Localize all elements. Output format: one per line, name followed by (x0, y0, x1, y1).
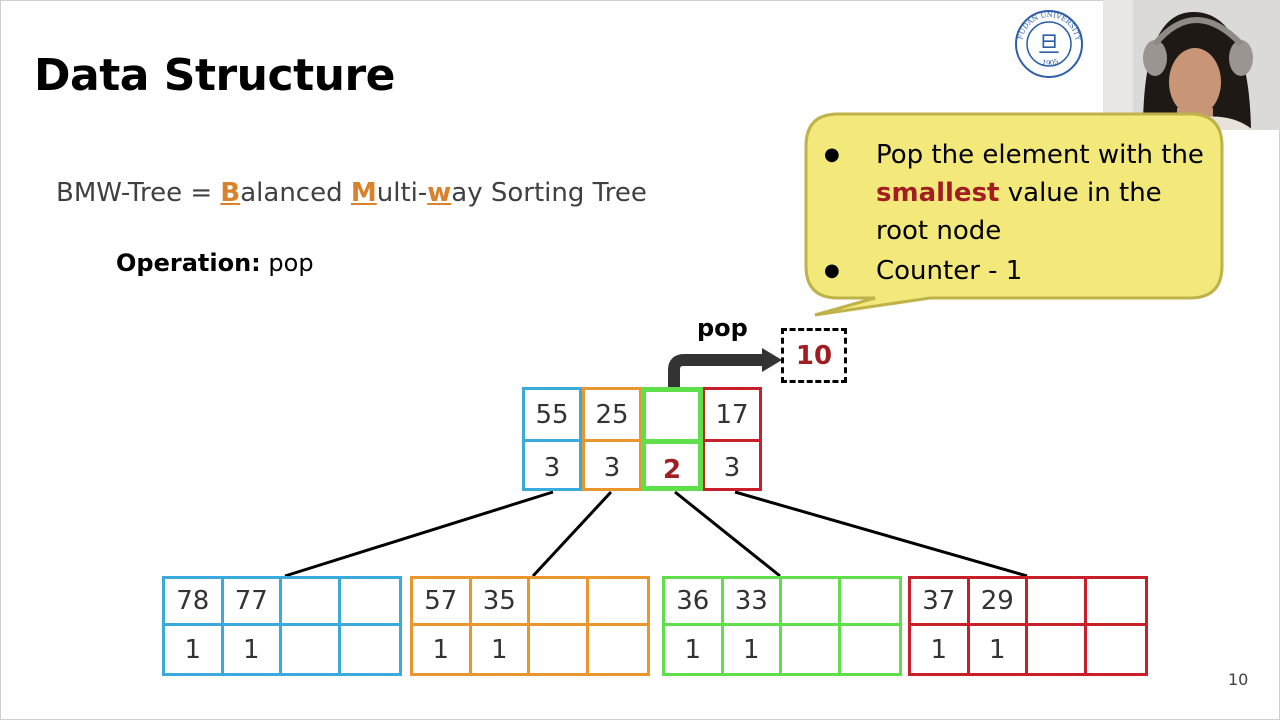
child-slot-value: 78 (165, 579, 224, 626)
root-slot-counter: 3 (543, 453, 561, 483)
child-slot-value (530, 579, 589, 626)
root-slot-counter: 3 (723, 453, 741, 483)
logo-text-bottom: 1905 (1041, 58, 1060, 68)
root-slot-value: 55 (525, 390, 579, 442)
root-slot-counter: 3 (603, 453, 621, 483)
subtitle: BMW-Tree = Balanced Multi-way Sorting Tr… (56, 178, 647, 208)
operation-line: Operation: pop (116, 249, 314, 277)
acronym-letter-m: M (350, 178, 377, 208)
subtitle-way-sorting-tree: ay Sorting Tree (451, 178, 647, 208)
child-slot-counter (530, 626, 589, 673)
pop-label: pop (697, 314, 748, 342)
acronym-letter-b: B (220, 178, 241, 208)
subtitle-multi: ulti- (376, 178, 428, 208)
child-slot-value (282, 579, 341, 626)
child-slot-value: 77 (223, 579, 282, 626)
acronym-letter-w: w (427, 178, 452, 208)
subtitle-balanced: alanced (240, 178, 351, 208)
child-slot-counter: 1 (665, 626, 724, 673)
slide-title: Data Structure (34, 50, 395, 101)
subtitle-prefix: BMW-Tree = (56, 178, 221, 208)
popped-element-box: 10 (781, 328, 847, 383)
root-slot-value (646, 392, 698, 444)
child-slot-counter (282, 626, 341, 673)
child-slot-counter (841, 626, 900, 673)
child-slot-counter (782, 626, 841, 673)
child-slot-value (1086, 579, 1145, 626)
edge-root-to-child-1 (284, 490, 554, 578)
operation-label: Operation: (116, 249, 261, 277)
child-slot-value (1028, 579, 1087, 626)
university-seal-logo: FUDAN UNIVERSITY 1905 旦 (1015, 10, 1083, 78)
edge-root-to-child-4 (734, 490, 1028, 578)
child-slot-counter: 1 (472, 626, 530, 673)
callout-text: Pop the element with the smallest value … (818, 136, 1218, 290)
page-number: 10 (1228, 670, 1249, 689)
child-slot-counter (1028, 626, 1087, 673)
child-slot-value (782, 579, 841, 626)
child-slot-value: 37 (911, 579, 970, 626)
root-slot-counter: 2 (662, 455, 682, 485)
callout-bullet-2: Counter - 1 (818, 252, 1218, 290)
root-slot-3: 2 (641, 387, 703, 491)
pop-arrow-head (762, 348, 782, 372)
child-slot-value (840, 579, 899, 626)
edge-root-to-child-3 (674, 490, 781, 578)
presenter-webcam (1103, 0, 1280, 130)
operation-value: pop (260, 249, 314, 277)
highlight-smallest: smallest (876, 178, 1000, 208)
child-slot-counter: 1 (413, 626, 472, 673)
edge-root-to-child-2 (531, 490, 613, 578)
child-slot-counter: 1 (911, 626, 970, 673)
child-slot-value (588, 579, 647, 626)
callout-bullet-1: Pop the element with the smallest value … (818, 136, 1218, 250)
child-slot-counter: 1 (724, 626, 782, 673)
child-slot-value: 36 (665, 579, 724, 626)
root-slot-value: 25 (585, 390, 639, 442)
child-slot-counter (1087, 626, 1146, 673)
child-slot-value: 57 (413, 579, 472, 626)
svg-text:1905: 1905 (1041, 58, 1060, 68)
child-slot-counter: 1 (224, 626, 282, 673)
child-slot-value (340, 579, 399, 626)
child-slot-counter: 1 (165, 626, 224, 673)
pop-arrow (668, 354, 764, 388)
root-slot-value: 17 (705, 390, 759, 442)
child-slot-counter (341, 626, 400, 673)
child-slot-counter (589, 626, 648, 673)
child-slot-value: 33 (723, 579, 782, 626)
child-slot-value: 29 (969, 579, 1028, 626)
child-slot-counter: 1 (970, 626, 1028, 673)
child-slot-value: 35 (471, 579, 530, 626)
logo-glyph: 旦 (1038, 33, 1060, 58)
